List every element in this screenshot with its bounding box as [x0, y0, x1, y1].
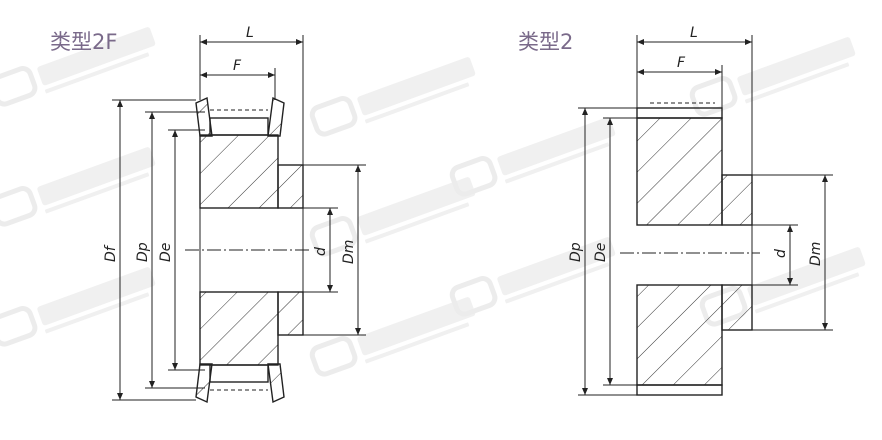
- label-De: De: [593, 243, 609, 262]
- label-d: d: [773, 249, 789, 258]
- label-Dm: Dm: [341, 240, 357, 264]
- label-Dm: Dm: [808, 242, 824, 266]
- label-F: F: [233, 58, 242, 74]
- label-d: d: [313, 247, 329, 256]
- label-L: L: [690, 25, 698, 41]
- label-Dp: Dp: [135, 242, 151, 262]
- label-Dp: Dp: [568, 242, 584, 262]
- type-2-drawing: L F Dp De d Dm: [568, 25, 833, 396]
- label-F: F: [677, 55, 686, 71]
- type-2f-drawing: L F Df Dp De d Dm: [103, 25, 366, 404]
- label-L: L: [246, 25, 254, 41]
- title-type-2f: 类型2F: [50, 30, 118, 54]
- title-type-2: 类型2: [518, 30, 574, 54]
- label-De: De: [158, 243, 174, 262]
- label-Df: Df: [103, 244, 119, 262]
